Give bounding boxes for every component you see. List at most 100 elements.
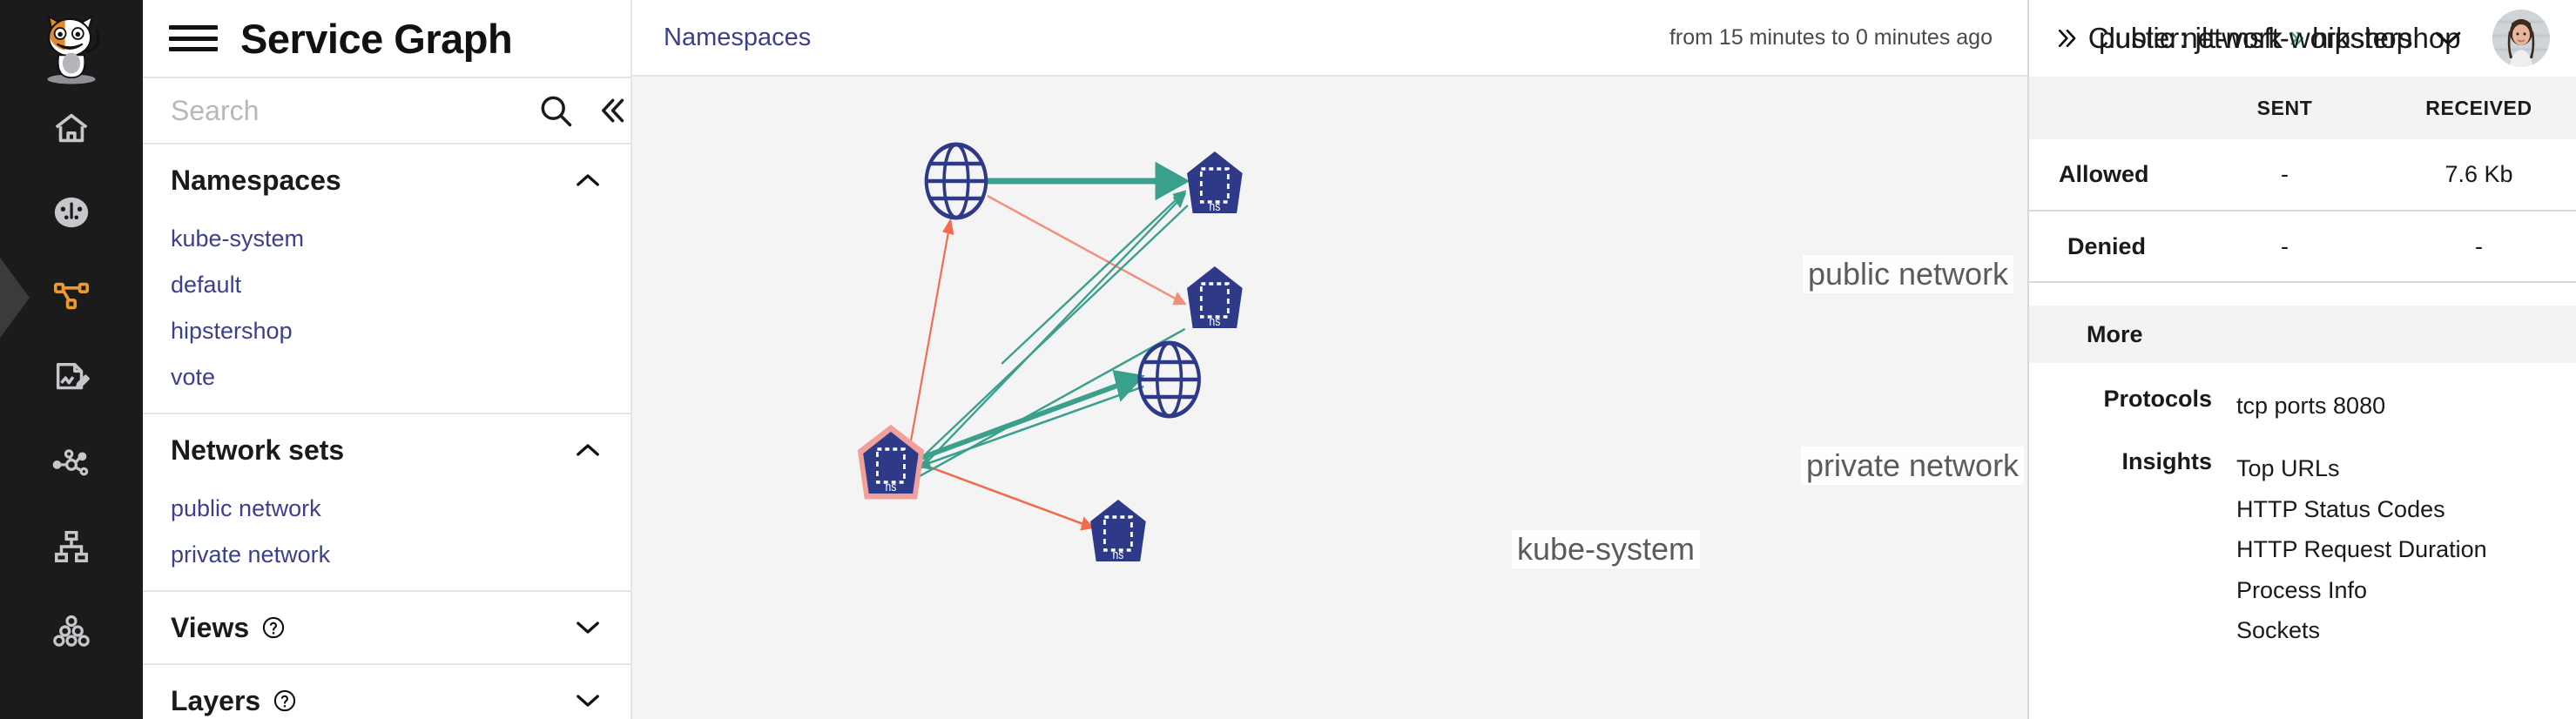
section-namespaces: Namespaces kube-system default hipstersh…: [143, 144, 631, 414]
insight-process-info[interactable]: Process Info: [2236, 576, 2368, 603]
more-section-header[interactable]: More: [2029, 306, 2576, 363]
protocols-label: Protocols: [2103, 386, 2212, 412]
traffic-stats-table: SENT RECEIVED Allowed - 7.6 Kb Denied - …: [2029, 77, 2576, 283]
section-views: Views: [143, 592, 631, 665]
graph-node-public-network[interactable]: [924, 142, 988, 220]
graph-node-default[interactable]: ns: [1090, 500, 1146, 561]
svg-text:ns: ns: [1112, 548, 1123, 561]
protocols-row: Protocols tcp ports 8080: [2029, 363, 2576, 426]
row-label-denied: Denied: [2029, 211, 2188, 283]
chevron-up-icon[interactable]: [575, 442, 601, 458]
rail-item-dashboard[interactable]: [0, 172, 143, 256]
rail-items: [0, 89, 143, 674]
section-title: Network sets: [171, 433, 345, 466]
home-icon: [51, 109, 91, 153]
node-label-public-network: public network: [1802, 255, 2014, 293]
left-nav-rail: [0, 0, 143, 719]
node-label-kube-system: kube-system: [1511, 530, 1701, 568]
section-title: Views: [171, 611, 250, 643]
sidebar-item-default[interactable]: default: [171, 272, 242, 298]
insights-label: Insights: [2121, 448, 2212, 475]
calico-cat-logo: [31, 9, 111, 89]
chevron-down-icon[interactable]: [575, 693, 601, 709]
detail-header: public network hipstershop: [2029, 0, 2576, 77]
cluster-selector-area: Cluster: jlt-msft-workshop: [2088, 0, 2550, 77]
network-nodes-icon: [51, 443, 91, 487]
left-filter-panel: Service Graph Namespaces: [143, 0, 631, 719]
graph-svg: ns ns ns: [857, 142, 1243, 561]
page-title: Service Graph: [240, 15, 513, 62]
svg-text:ns: ns: [1209, 314, 1220, 328]
double-chevron-right-icon[interactable]: [2052, 25, 2083, 51]
section-header-views[interactable]: Views: [143, 592, 631, 663]
service-graph-canvas-area: Namespaces from 15 minutes to 0 minutes …: [631, 0, 2027, 719]
insight-top-urls[interactable]: Top URLs: [2236, 455, 2340, 482]
sidebar-item-hipstershop[interactable]: hipstershop: [171, 318, 293, 344]
detail-title: public network hipstershop: [2099, 22, 2461, 55]
section-header-network-sets[interactable]: Network sets: [143, 414, 631, 486]
avatar[interactable]: [2492, 10, 2550, 67]
question-circle-icon[interactable]: [261, 615, 286, 640]
cluster-mesh-icon: [51, 610, 91, 655]
hierarchy-icon: [51, 527, 91, 571]
chevron-down-icon[interactable]: [2433, 30, 2463, 47]
graph-canvas[interactable]: ns ns ns: [632, 77, 2027, 719]
rail-item-cluster-mesh[interactable]: [0, 590, 143, 674]
graph-node-hipstershop[interactable]: ns: [1187, 151, 1243, 213]
sidebar-item-private-network[interactable]: private network: [171, 541, 331, 568]
insights-list: Top URLs HTTP Status Codes HTTP Request …: [2236, 448, 2487, 650]
section-items-namespaces: kube-system default hipstershop vote: [143, 216, 631, 413]
column-header-sent: SENT: [2188, 77, 2382, 139]
rail-item-network-nodes[interactable]: [0, 423, 143, 507]
rail-item-service-graph[interactable]: [0, 256, 143, 339]
panel-header: Service Graph: [143, 0, 631, 77]
rail-item-home[interactable]: [0, 89, 143, 172]
chevron-down-icon[interactable]: [575, 620, 601, 635]
hamburger-icon[interactable]: [169, 21, 218, 56]
protocols-value: tcp ports 8080: [2236, 393, 2386, 419]
section-network-sets: Network sets public network private netw…: [143, 414, 631, 592]
rail-item-hierarchy[interactable]: [0, 507, 143, 590]
search-icon[interactable]: [536, 91, 575, 130]
svg-text:ns: ns: [1209, 199, 1220, 213]
service-graph-icon: [51, 276, 91, 320]
section-items-network-sets: public network private network: [143, 486, 631, 590]
graph-node-kube-system[interactable]: ns: [857, 424, 925, 500]
section-header-namespaces[interactable]: Namespaces: [143, 144, 631, 216]
search-input[interactable]: [171, 94, 536, 127]
insights-row: Insights Top URLs HTTP Status Codes HTTP…: [2029, 426, 2576, 650]
dashboard-gauge-icon: [51, 192, 91, 237]
insight-http-request-duration[interactable]: HTTP Request Duration: [2236, 536, 2487, 563]
section-title: Namespaces: [171, 164, 341, 196]
search-row: [143, 77, 631, 144]
detail-panel: public network hipstershop SENT RECEIVED: [2027, 0, 2576, 719]
cell-allowed-sent: -: [2188, 139, 2382, 212]
graph-node-private-network[interactable]: [1137, 340, 1201, 419]
cluster-selector-label[interactable]: Cluster: jlt-msft-workshop: [2087, 22, 2412, 54]
insight-sockets[interactable]: Sockets: [2236, 617, 2321, 644]
graph-toolbar: Namespaces from 15 minutes to 0 minutes …: [632, 0, 2027, 77]
double-chevron-left-icon[interactable]: [594, 93, 629, 128]
table-row-allowed: Allowed - 7.6 Kb: [2029, 139, 2576, 212]
question-circle-icon[interactable]: [273, 689, 297, 713]
breadcrumb[interactable]: Namespaces: [664, 23, 812, 51]
svg-text:ns: ns: [885, 480, 896, 494]
node-label-private-network: private network: [1800, 447, 2025, 485]
table-row-denied: Denied - -: [2029, 211, 2576, 283]
sidebar-item-kube-system[interactable]: kube-system: [171, 225, 305, 252]
section-header-layers[interactable]: Layers: [143, 665, 631, 719]
rail-item-policies[interactable]: [0, 339, 143, 423]
detail-target: hipstershop: [2311, 22, 2461, 54]
cell-denied-received: -: [2382, 211, 2576, 283]
graph-node-vote[interactable]: ns: [1187, 266, 1243, 328]
time-range-label: from 15 minutes to 0 minutes ago: [1669, 24, 1993, 50]
graph-edges: [907, 161, 1190, 531]
row-label-allowed: Allowed: [2029, 139, 2188, 212]
double-chevron-right-icon: [2286, 22, 2309, 45]
chevron-up-icon[interactable]: [575, 172, 601, 188]
sidebar-item-public-network[interactable]: public network: [171, 495, 321, 521]
sidebar-item-vote[interactable]: vote: [171, 364, 216, 390]
insight-http-status-codes[interactable]: HTTP Status Codes: [2236, 495, 2445, 522]
cell-allowed-received: 7.6 Kb: [2382, 139, 2576, 212]
cell-denied-sent: -: [2188, 211, 2382, 283]
